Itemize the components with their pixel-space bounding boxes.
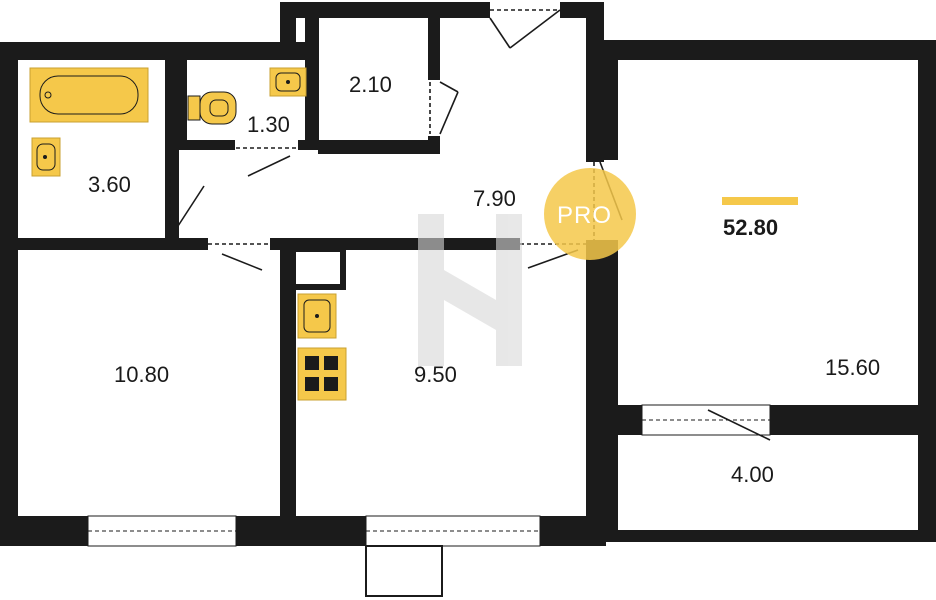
- balcony-area-label: 4.00: [731, 462, 774, 487]
- stove-icon: [297, 347, 347, 401]
- watermark-logo: [418, 214, 522, 366]
- total-area-label: 52.80: [723, 215, 779, 240]
- storage-area-label: 2.10: [349, 72, 392, 97]
- bedroom-area-label: 10.80: [114, 362, 170, 387]
- bathroom-area-label: 3.60: [88, 172, 131, 197]
- balcony-stub: [365, 545, 443, 597]
- pro-badge: [544, 168, 636, 260]
- windows: [87, 404, 771, 547]
- walls: [0, 2, 936, 546]
- kitchen-sink-icon: [297, 293, 337, 339]
- room-interiors: [18, 18, 918, 530]
- bathtub-icon: [29, 67, 149, 123]
- toilet-icon: [187, 91, 237, 125]
- legend-bar: [722, 197, 798, 205]
- toilet-area-label: 1.30: [247, 112, 290, 137]
- toilet-sink-icon: [269, 67, 307, 97]
- bathroom-sink-icon: [31, 137, 61, 177]
- living-room-area-label: 15.60: [825, 355, 881, 380]
- kitchen-area-label: 9.50: [414, 362, 457, 387]
- pro-badge-label: PRO: [557, 202, 613, 229]
- hall-area-label: 7.90: [473, 186, 516, 211]
